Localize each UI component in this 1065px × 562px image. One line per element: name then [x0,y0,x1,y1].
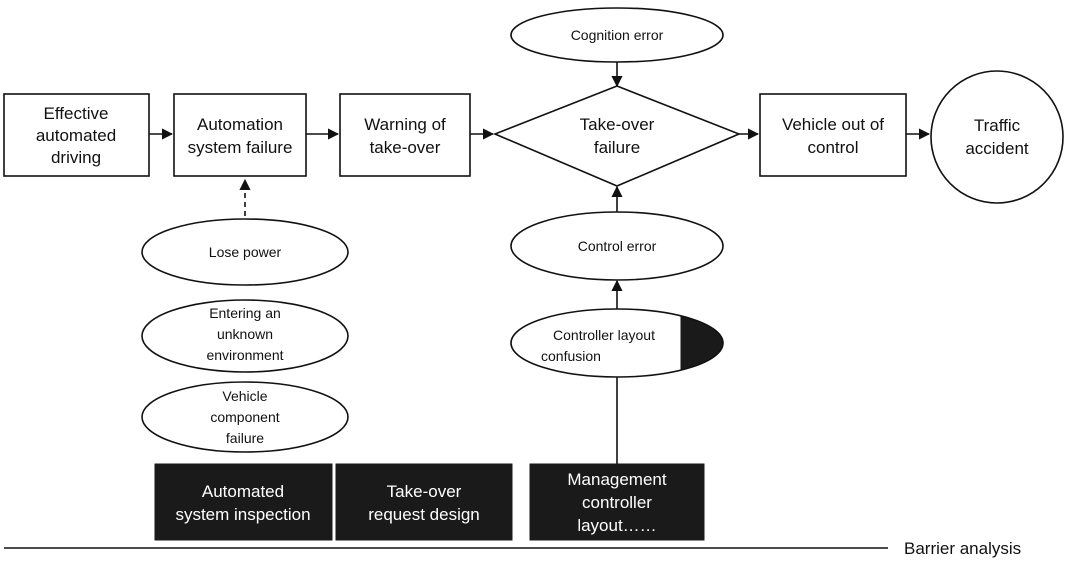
node-effective-automated-driving: Effective automated driving [3,93,150,177]
node-traffic-accident: Traffic accident [930,70,1064,204]
cause-unknown-line-1: Entering an [209,305,281,321]
cause-component-line-3: failure [226,430,264,446]
node-accident-line-2: accident [965,139,1029,158]
cause-controller-layout-confusion: Controller layout confusion [510,308,724,378]
cause-component-line-2: component [210,409,279,425]
node-vehicle-out-of-control: Vehicle out of control [759,93,907,177]
node-takeover-failure: Take-over failure [492,85,742,187]
barrier-inspection-line-1: Automated [202,482,284,501]
node-warning-line-2: take-over [370,138,441,157]
barrier-inspection-line-2: system inspection [175,505,310,524]
node-automation-line-2: system failure [188,138,293,157]
cause-cognition-error: Cognition error [510,7,724,63]
cause-control-error: Control error [510,211,724,281]
node-takeover-line-2: failure [594,138,640,157]
cause-unknown-environment: Entering an unknown environment [141,299,349,373]
cause-control-label: Control error [578,238,657,254]
cause-vehicle-component-failure: Vehicle component failure [141,381,349,453]
node-outofcontrol-line-2: control [807,138,858,157]
node-accident-line-1: Traffic [974,116,1021,135]
barrier-request-line-2: request design [368,505,480,524]
barrier-automated-system-inspection: Automated system inspection [154,463,333,541]
node-warning-of-takeover: Warning of take-over [339,93,471,177]
barrier-takeover-request-design: Take-over request design [335,463,513,541]
barrier-management-line-1: Management [567,470,667,489]
cause-lose-power: Lose power [141,218,349,286]
barrier-request-line-1: Take-over [387,482,462,501]
node-automation-system-failure: Automation system failure [173,93,307,177]
cause-cognition-label: Cognition error [571,27,664,43]
node-effective-line-1: Effective [44,104,109,123]
node-takeover-line-1: Take-over [580,115,655,134]
cause-component-line-1: Vehicle [222,388,267,404]
barrier-analysis-label: Barrier analysis [904,539,1021,558]
barrier-management-line-2: controller [582,493,652,512]
node-effective-line-2: automated [36,126,116,145]
node-outofcontrol-line-1: Vehicle out of [782,115,884,134]
barrier-management-controller-layout: Management controller layout…… [529,463,705,541]
cause-confusion-line-1: Controller layout [553,327,655,343]
barrier-management-line-3: layout…… [577,516,656,535]
node-warning-line-1: Warning of [364,115,446,134]
node-effective-line-3: driving [51,148,101,167]
node-automation-line-1: Automation [197,115,283,134]
cause-lose-power-label: Lose power [209,244,282,260]
cause-confusion-line-2: confusion [541,348,601,364]
cause-unknown-line-3: environment [206,347,283,363]
cause-unknown-line-2: unknown [217,326,273,342]
